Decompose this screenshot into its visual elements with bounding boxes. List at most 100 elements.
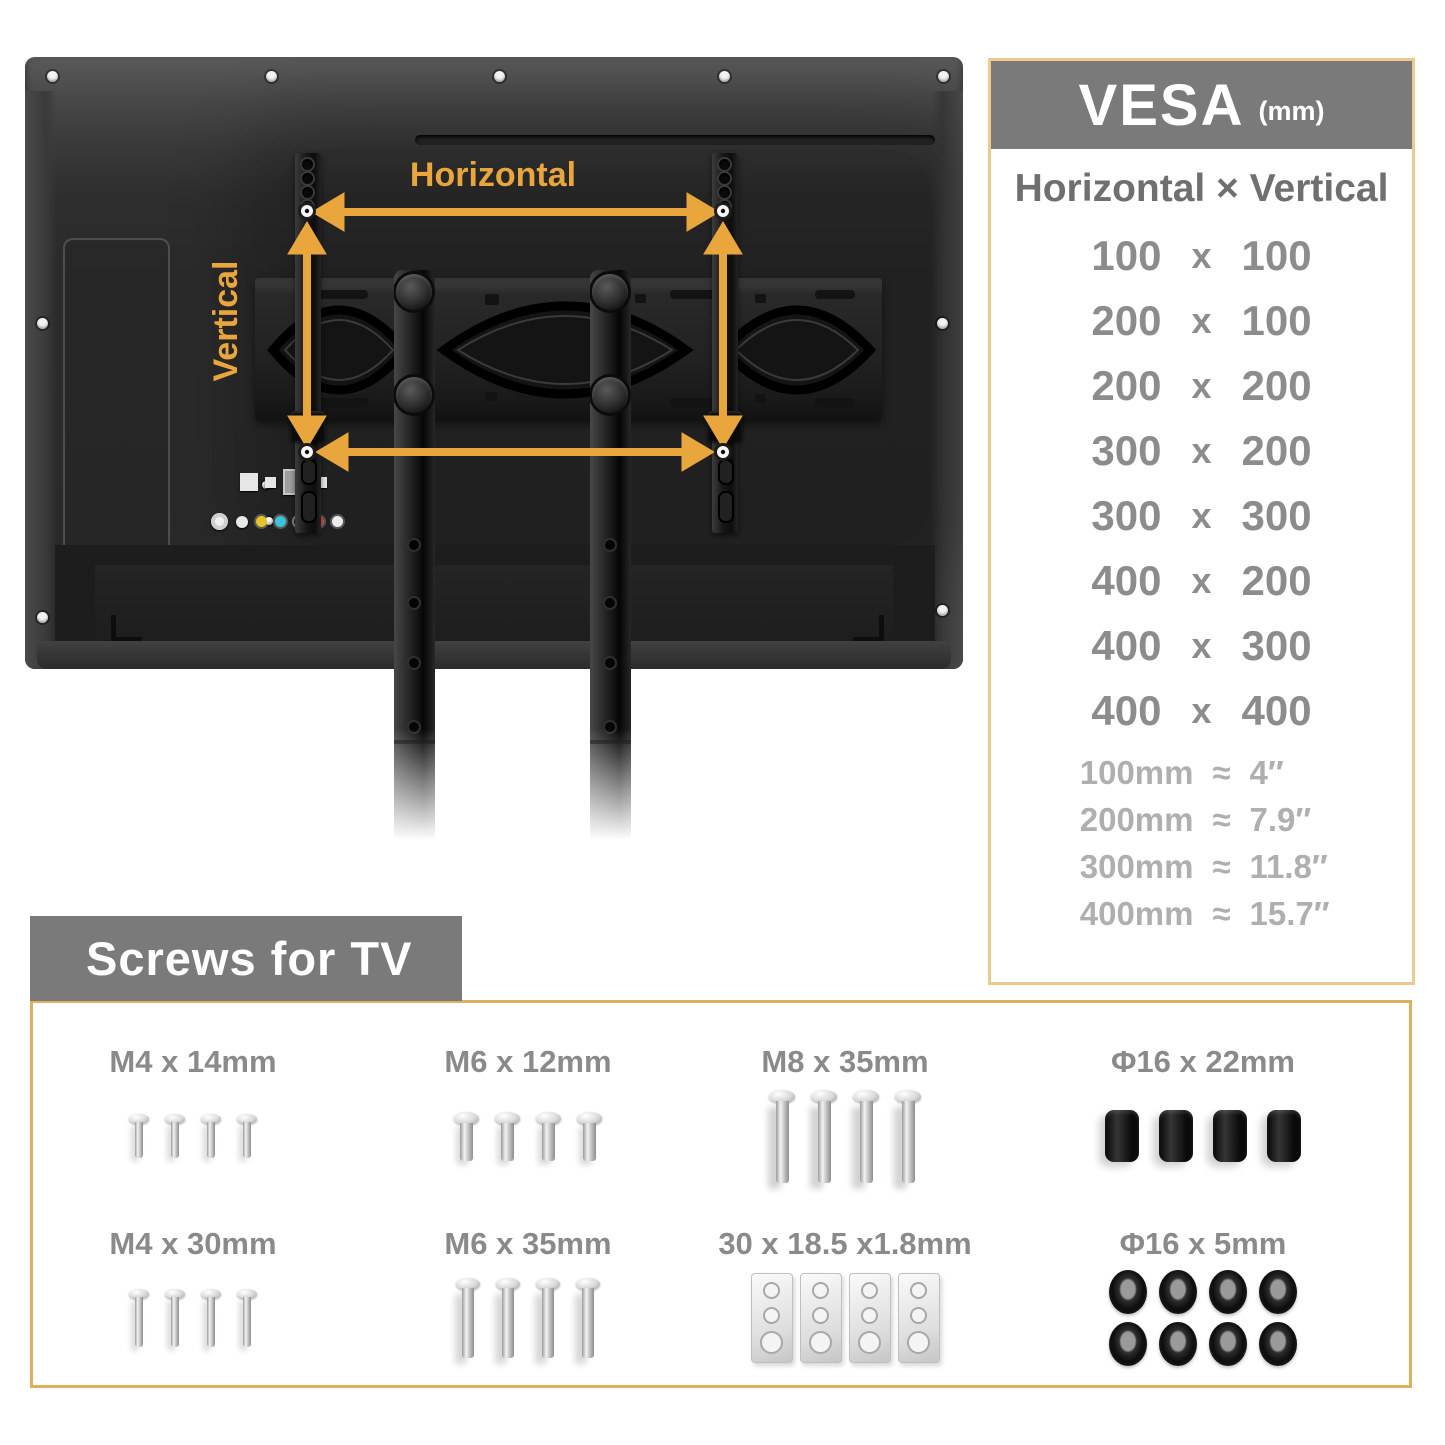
pole-hole — [409, 598, 419, 608]
screw-hole-dot — [47, 71, 58, 82]
machine-screw-icon — [456, 1278, 480, 1358]
washer-grid — [1109, 1270, 1297, 1366]
spacer-plate-icon — [897, 1273, 940, 1363]
stand-pole-right — [590, 270, 631, 858]
spacer-group-16x22: Φ16 x 22mm — [1043, 1042, 1363, 1190]
bracket-cutouts — [267, 290, 877, 407]
spacer-icon — [1213, 1110, 1247, 1162]
spacer-plate-icon — [799, 1273, 842, 1363]
screw-hole-dot — [37, 318, 48, 329]
plate-hole — [763, 1281, 780, 1299]
machine-screw-icon — [496, 1278, 520, 1358]
vesa-size-panel: VESA (mm) Horizontal × Vertical 100 x 10… — [988, 58, 1415, 985]
plate-hole — [858, 1331, 881, 1355]
port-icon — [316, 476, 327, 488]
screw-hole-dot — [494, 71, 505, 82]
screw-set — [33, 1264, 353, 1372]
tv-inset-outline — [63, 238, 170, 562]
rail-slot — [301, 459, 317, 485]
rail-hole — [719, 159, 730, 170]
screw-set — [685, 1082, 1005, 1190]
washer-icon — [1259, 1322, 1297, 1366]
screw-label: Φ16 x 22mm — [1110, 1044, 1295, 1079]
vesa-size-list: 100 x 100 200 x 100 200 x 200 300 x 200 … — [991, 223, 1412, 743]
vesa-size-row: 400 x 200 — [1091, 556, 1312, 604]
screw-group-m4x14: M4 x 14mm — [33, 1042, 353, 1190]
pole-hole — [605, 722, 615, 732]
horizontal-measure-label: Horizontal — [409, 156, 577, 194]
pole-hole — [605, 540, 615, 550]
pivot-joint — [396, 274, 432, 310]
rail-slot — [301, 491, 317, 523]
connector-av-jacks — [211, 513, 343, 530]
vesa-subtitle: Horizontal × Vertical — [1014, 167, 1389, 210]
machine-screw-icon — [237, 1289, 257, 1347]
jack-icon — [275, 516, 286, 527]
washer-icon — [1259, 1270, 1297, 1314]
machine-screw-icon — [129, 1114, 149, 1158]
spacer-set — [1043, 1082, 1363, 1190]
vesa-conversion-row: 300mm ≈ 11.8″ — [1079, 847, 1328, 885]
vesa-size-row: 300 x 300 — [1091, 491, 1312, 539]
machine-screw-icon — [577, 1112, 602, 1161]
washer-icon — [1159, 1322, 1197, 1366]
screw-group-m4x30: M4 x 30mm — [33, 1224, 353, 1372]
jack-icon — [211, 513, 228, 530]
screw-hole-dot — [937, 605, 948, 616]
spacer-icon — [1105, 1110, 1139, 1162]
pivot-joint — [592, 377, 628, 413]
vesa-size-row: 200 x 100 — [1091, 296, 1312, 344]
screw-set — [33, 1082, 353, 1190]
rail-clamp — [291, 411, 325, 441]
screw-label: M4 x 14mm — [109, 1044, 277, 1079]
rail-slot — [718, 459, 734, 485]
washer-icon — [1209, 1270, 1247, 1314]
machine-screw-icon — [811, 1090, 837, 1183]
plate-hole — [760, 1331, 783, 1355]
stand-pole-left — [394, 270, 435, 858]
washer-icon — [1109, 1270, 1147, 1314]
screw-group-m8x35: M8 x 35mm — [685, 1042, 1005, 1190]
plate-hole — [861, 1306, 878, 1324]
pole-hole — [409, 540, 419, 550]
machine-screw-icon — [769, 1090, 795, 1183]
vesa-conversion-row: 400mm ≈ 15.7″ — [1079, 894, 1330, 932]
machine-screw-icon — [495, 1112, 520, 1161]
screw-label: M8 x 35mm — [761, 1044, 929, 1079]
tv-mount-bracket-plate — [255, 278, 882, 420]
corner-mark — [111, 615, 142, 642]
machine-screw-icon — [536, 1278, 560, 1358]
machine-screw-icon — [853, 1090, 879, 1183]
pivot-joint — [396, 377, 432, 413]
machine-screw-icon — [237, 1114, 257, 1158]
spacer-icon — [1159, 1110, 1193, 1162]
jack-icon — [236, 515, 248, 528]
tv-right-bevel — [931, 91, 963, 669]
screws-section-title: Screws for TV — [86, 932, 413, 985]
spacer-plate-icon — [750, 1273, 793, 1363]
plate-set — [685, 1264, 1005, 1372]
rail-hole — [719, 201, 730, 212]
tv-bottom-strip — [37, 641, 951, 669]
screw-set — [368, 1082, 688, 1190]
vesa-conversion-list: 100mm ≈ 4″ 200mm ≈ 7.9″ 300mm ≈ 11.8″ 40… — [991, 749, 1412, 937]
vesa-size-row: 200 x 200 — [1091, 361, 1312, 409]
washer-group-16x5: Φ16 x 5mm — [1043, 1224, 1363, 1372]
tv-bottom-inner-panel — [95, 565, 893, 639]
rail-clamp — [708, 411, 742, 441]
plate-hole — [812, 1281, 829, 1299]
pole-hole — [605, 598, 615, 608]
rail-hole — [302, 187, 313, 198]
screw-label: M6 x 12mm — [444, 1044, 612, 1079]
screw-hole-dot — [937, 318, 948, 329]
plate-group-30x18: 30 x 18.5 x1.8mm — [685, 1224, 1005, 1372]
screws-box: M4 x 14mm M6 x 12mm M8 x 35mm — [30, 1000, 1412, 1388]
washer-set — [1043, 1264, 1363, 1372]
washer-icon — [1109, 1322, 1147, 1366]
plate-hole — [907, 1331, 930, 1355]
tv-vent-slot — [415, 135, 935, 145]
plate-hole — [812, 1306, 829, 1324]
vesa-unit: (mm) — [1258, 95, 1325, 126]
screw-set — [368, 1264, 688, 1372]
screw-label: M6 x 35mm — [444, 1226, 612, 1261]
